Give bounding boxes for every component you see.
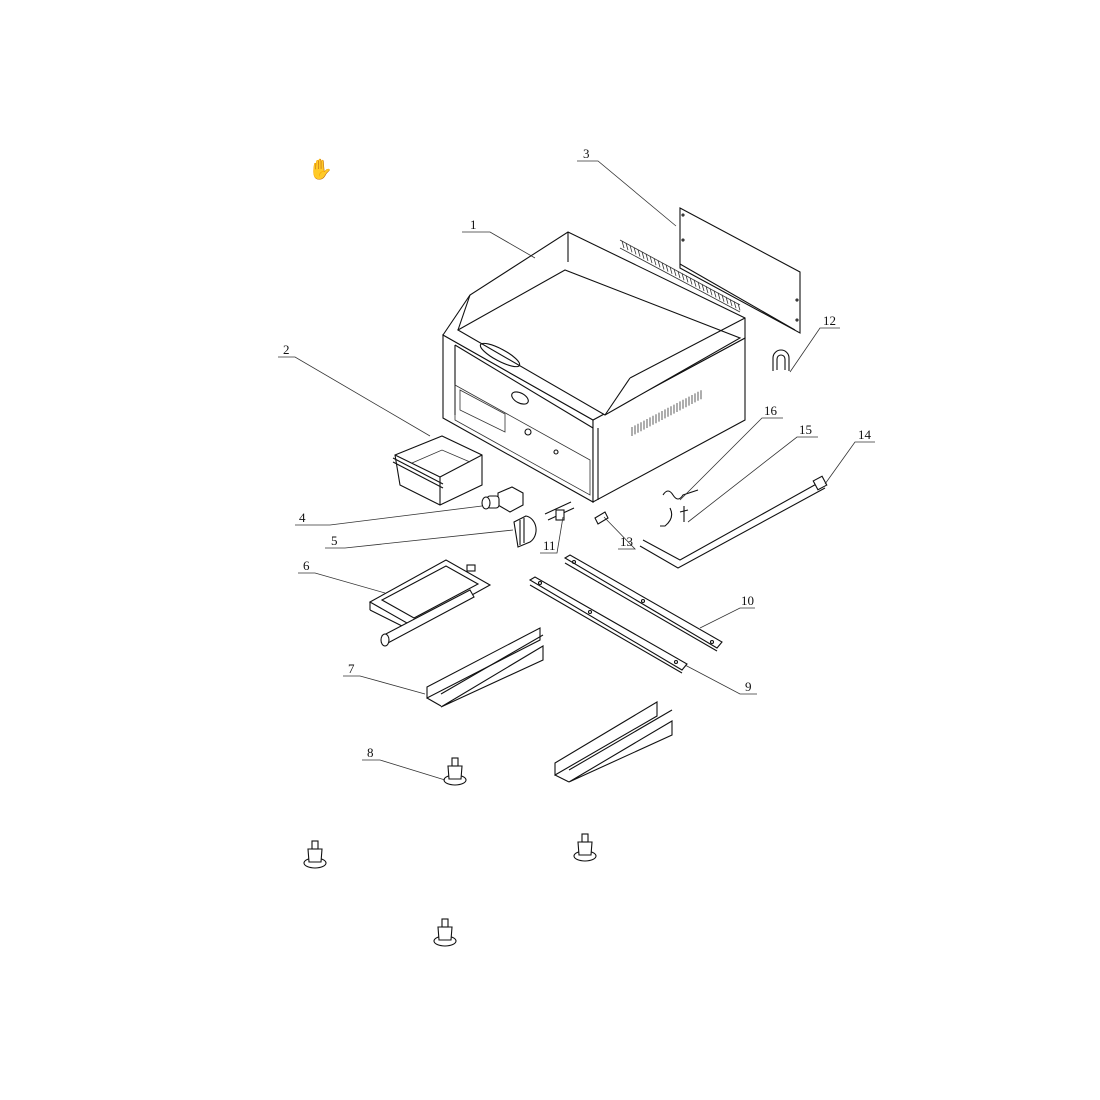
part-4-gas-valve (481, 486, 524, 513)
part-label-1: 1 (470, 217, 477, 232)
part-7-channel (426, 627, 544, 708)
adjustable-foot (303, 840, 327, 869)
part-label-13: 13 (620, 534, 633, 549)
part-5-knob (513, 515, 537, 548)
part-label-8: 8 (367, 745, 374, 760)
part-14-gas-pipe (639, 475, 828, 569)
part-label-10: 10 (741, 593, 754, 608)
part-label-6: 6 (303, 558, 310, 573)
part-label-14: 14 (858, 427, 872, 442)
adjustable-foot (573, 833, 597, 862)
hand-pan-icon[interactable]: ✋ (308, 157, 333, 181)
part-10-rail (563, 554, 723, 652)
part-label-9: 9 (745, 679, 752, 694)
part-label-16: 16 (764, 403, 778, 418)
part-label-4: 4 (299, 510, 306, 525)
part-8-adjustable-foot (443, 757, 467, 786)
part-7-channel-second (554, 701, 673, 783)
part-label-2: 2 (283, 342, 290, 357)
part-2-drip-drawer (392, 435, 483, 506)
part-9-rail (528, 576, 688, 674)
part-6-burner-frame (368, 559, 492, 647)
part-12-u-bracket (772, 349, 790, 371)
part-label-3: 3 (583, 146, 590, 161)
part-11-t-fitting (544, 501, 575, 521)
part-1-griddle-body (442, 231, 746, 503)
part-16-igniter (660, 489, 699, 527)
part-label-15: 15 (799, 422, 812, 437)
leader-lines (278, 160, 875, 781)
part-label-11: 11 (543, 538, 556, 553)
part-label-12: 12 (823, 313, 836, 328)
part-3-back-panel (679, 207, 801, 334)
part-15-thermocouple (679, 506, 689, 522)
part-label-7: 7 (348, 661, 355, 676)
adjustable-foot (433, 918, 457, 947)
part-13-nozzle (594, 511, 609, 525)
part-label-5: 5 (331, 533, 338, 548)
